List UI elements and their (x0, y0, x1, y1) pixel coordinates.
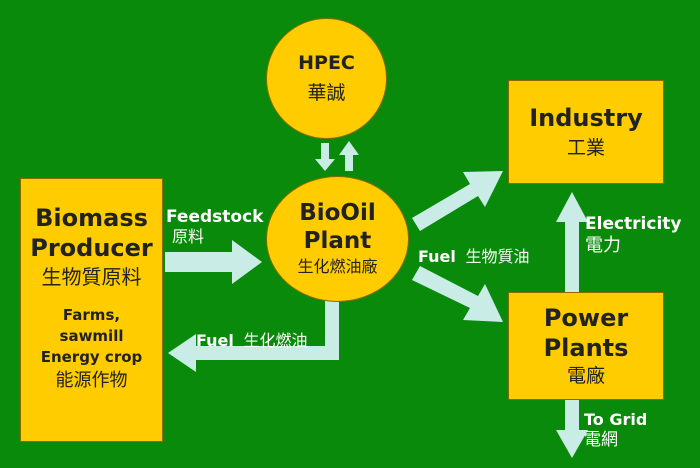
hpec-node: HPEC 華誠 (266, 18, 387, 139)
hpec-subtitle: 華誠 (307, 82, 346, 104)
bioil-plant-node: BioOil Plant 生化燃油廠 (266, 176, 409, 302)
feedstock-label-en: Feedstock (166, 207, 264, 227)
to-grid-label: To Grid 電網 (584, 409, 647, 451)
electricity-label: Electricity 電力 (585, 213, 682, 257)
electricity-label-zh: 電力 (585, 235, 621, 256)
power-title-line1: Power (543, 304, 629, 332)
bioil-title-line2: Plant (303, 228, 372, 254)
power-title-line2: Plants (543, 334, 629, 362)
power-subtitle: 電廠 (566, 365, 605, 387)
feedstock-label: Feedstock 原料 (166, 207, 263, 247)
industry-title: Industry (529, 104, 643, 132)
arrow-to-grid (556, 398, 588, 458)
biomass-title-line2: Producer (30, 234, 153, 262)
biomass-title-line1: Biomass (35, 204, 148, 232)
fuel-to-plants-label: Fuel 生物質油 (418, 243, 529, 267)
to-grid-label-en: To Grid (584, 410, 648, 429)
bioil-subtitle: 生化燃油廠 (297, 257, 378, 276)
arrow-bioil-to-hpec (339, 141, 359, 171)
arrow-feedstock (165, 240, 262, 284)
biomass-detail-line3: Energy crop (40, 348, 143, 366)
electricity-label-en: Electricity (585, 214, 682, 234)
biomass-subtitle: 生物質原料 (41, 265, 142, 289)
biomass-detail-zh: 能源作物 (55, 370, 128, 391)
fuel-to-plants-label-zh: 生物質油 (465, 247, 530, 266)
hpec-title: HPEC (298, 52, 355, 74)
arrow-fuel-return (168, 290, 339, 372)
biomass-detail-line2: sawmill (59, 327, 124, 345)
arrow-fuel-to-industry (412, 171, 503, 231)
power-plants-node: Power Plants 電廠 (508, 292, 664, 400)
arrow-fuel-to-power (412, 266, 503, 322)
arrow-hpec-to-bioil (315, 143, 335, 171)
biomass-producer-node: Biomass Producer 生物質原料 Farms, sawmill En… (20, 178, 163, 442)
fuel-to-plants-label-en: Fuel (418, 247, 456, 266)
industry-node: Industry 工業 (508, 80, 664, 184)
feedstock-label-zh: 原料 (172, 227, 205, 246)
arrow-electricity (556, 192, 588, 292)
industry-subtitle: 工業 (566, 137, 605, 159)
bioil-title-line1: BioOil (299, 200, 376, 226)
fuel-return-label: Fuel 生化燃油 (196, 327, 307, 351)
fuel-return-label-en: Fuel (196, 331, 234, 350)
fuel-return-label-zh: 生化燃油 (243, 331, 308, 350)
biomass-detail-line1: Farms, (62, 306, 121, 324)
to-grid-label-zh: 電網 (584, 430, 618, 450)
